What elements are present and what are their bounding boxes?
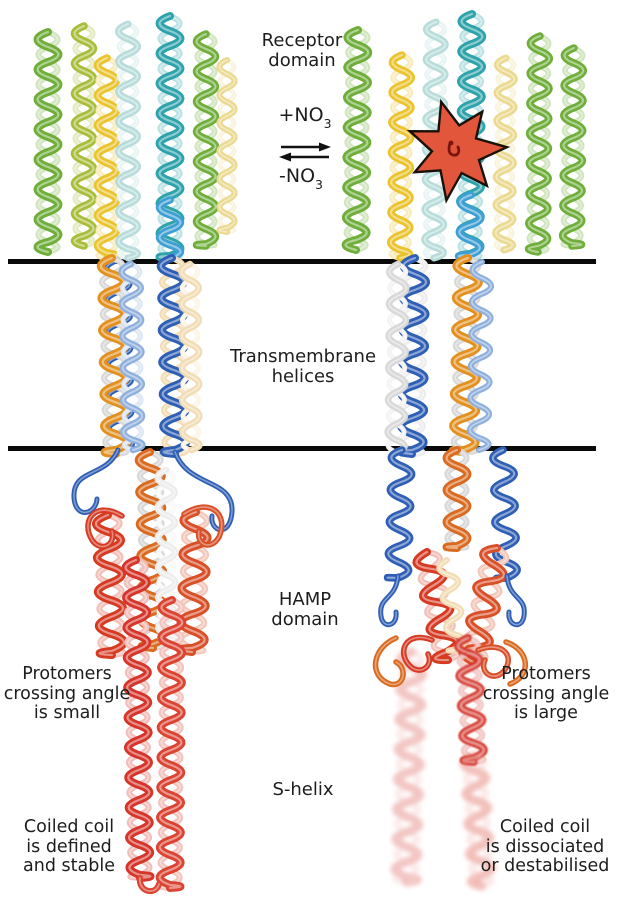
tm-helix — [384, 260, 410, 456]
helix-end-loop — [136, 875, 162, 895]
right-coiled-coil-label: Coiled coil is dissociated or destabilis… — [480, 817, 610, 876]
tm-helix — [178, 260, 203, 454]
hamp-helix — [442, 446, 472, 552]
nitrate-star-icon — [406, 98, 511, 204]
left-protomer-structure — [33, 12, 238, 895]
receptor-helix — [524, 32, 553, 256]
s-helix — [155, 596, 187, 892]
equilibrium-arrows-icon — [279, 142, 331, 162]
hamp-loop — [503, 639, 529, 687]
receptor-helix — [33, 28, 63, 256]
receptor-helix — [93, 54, 121, 262]
receptor-helix — [216, 57, 238, 235]
tm-tail-helix — [383, 446, 416, 582]
hamp-loop — [400, 634, 435, 673]
hamp-loop — [181, 504, 225, 548]
hamp-loop — [85, 507, 125, 550]
tm-hamp-loop — [71, 447, 121, 515]
tm-hamp-loop — [172, 449, 235, 533]
hamp-helix — [91, 511, 128, 659]
right-crossing-angle-label: Protomers crossing angle is large — [482, 664, 610, 723]
transmembrane-helices-label: Transmembrane helices — [229, 346, 377, 387]
tm-helix — [466, 259, 494, 453]
tm-helix — [118, 260, 146, 454]
s-helix-faded — [460, 752, 496, 890]
tm-hamp-loop — [378, 573, 401, 628]
hamp-domain-label: HAMP domain — [271, 589, 339, 630]
membrane-upper-line — [8, 259, 596, 264]
receptor-helix — [70, 22, 98, 250]
membrane-lines — [8, 259, 596, 451]
receptor-helix — [341, 26, 373, 254]
s-helix-faded — [390, 648, 427, 886]
hamp-helix — [458, 544, 510, 666]
hamp-helix — [175, 508, 212, 656]
left-crossing-angle-label: Protomers crossing angle is small — [3, 664, 131, 723]
reverse-arrow-head — [279, 152, 291, 162]
tm-hamp-loop — [504, 573, 527, 628]
s-helix-label: S-helix — [272, 779, 334, 800]
receptor-helix — [492, 54, 518, 254]
hamp-loop — [372, 635, 406, 688]
tm-tail-helix — [489, 446, 521, 583]
nitrate-ligand-atom — [448, 140, 454, 146]
s-helix — [453, 634, 488, 766]
membrane-lower-line — [8, 446, 596, 451]
minus-no3-label: -NO3 — [279, 165, 323, 192]
receptor-helix — [387, 51, 415, 262]
forward-arrow-head — [319, 142, 331, 152]
receptor-helix — [115, 20, 141, 262]
left-coiled-coil-label: Coiled coil is defined and stable — [23, 817, 115, 876]
receptor-helix — [155, 196, 185, 262]
receptor-helix — [192, 30, 220, 250]
nitrate-ligand-icon — [447, 141, 461, 157]
hamp-loop — [475, 644, 511, 679]
plus-no3-label: +NO3 — [278, 104, 332, 131]
receptor-domain-label: Receptor domain — [261, 30, 343, 71]
receptor-helix — [559, 44, 587, 250]
s-helix — [121, 556, 155, 882]
